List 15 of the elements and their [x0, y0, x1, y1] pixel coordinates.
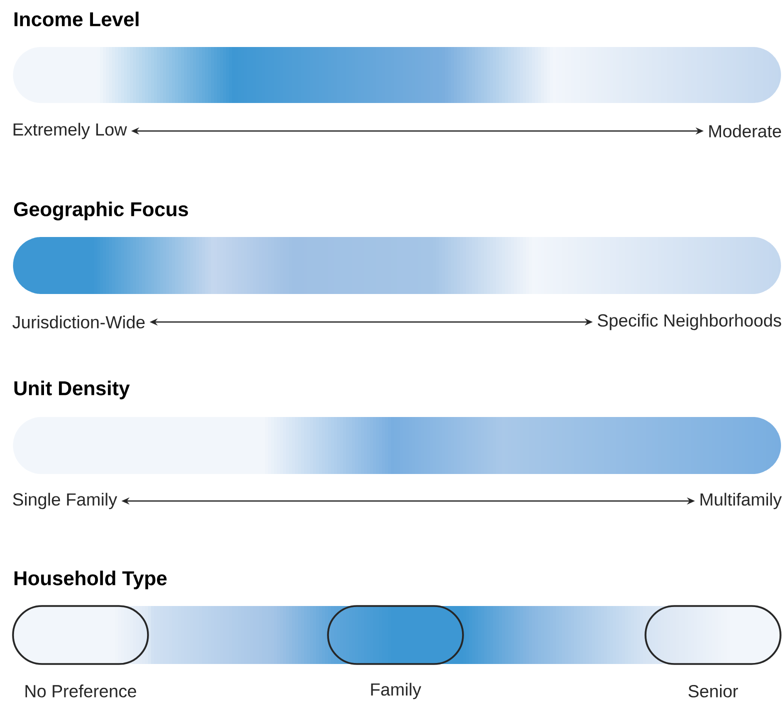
option-label: No Preference [26, 684, 136, 698]
end-label: Moderate [709, 124, 782, 138]
section-heading: Unit Density [14, 380, 130, 400]
end-label: Multifamily [700, 492, 782, 510]
end-label: Single Family [13, 492, 118, 510]
pill-outline [327, 605, 464, 665]
section-heading: Geographic Focus [14, 202, 188, 220]
end-label: Jurisdiction-Wide [12, 316, 145, 328]
end-label: Specific Neighborhoods [598, 314, 782, 330]
pill-outline [644, 605, 782, 665]
option-label: Family [371, 682, 422, 700]
pill-outline [12, 605, 149, 665]
option-label: Senior [688, 684, 738, 698]
end-label: Extremely Low [14, 122, 127, 140]
section-heading: Income Level [14, 12, 138, 26]
